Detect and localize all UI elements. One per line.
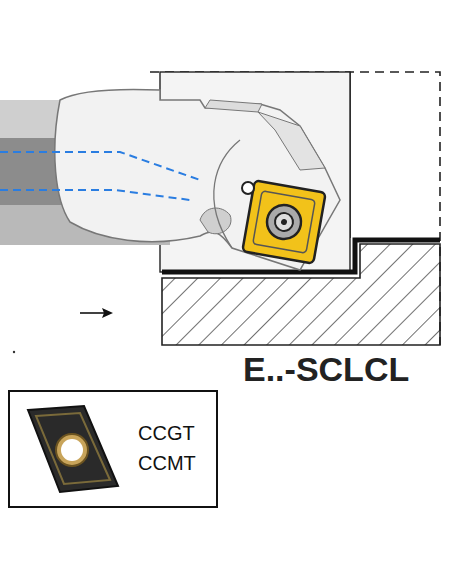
insert-code: CCGT xyxy=(138,422,195,445)
tool-designation: E..-SCLCL xyxy=(243,350,409,389)
insert-picture xyxy=(14,398,124,498)
insert-box: CCGT CCMT xyxy=(8,390,218,508)
coolant-line xyxy=(0,190,190,200)
insert-code: CCMT xyxy=(138,452,196,475)
coolant-line xyxy=(0,152,200,180)
insert xyxy=(242,180,325,263)
